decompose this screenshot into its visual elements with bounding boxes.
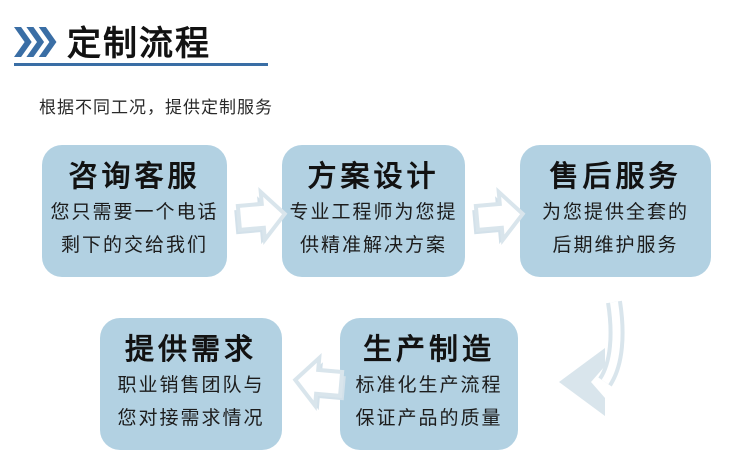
arrow-left-icon — [292, 352, 346, 412]
card-description-line: 职业销售团队与 — [117, 375, 265, 396]
flow-card-consult-service: 咨询客服 您只需要一个电话 剩下的交给我们 — [42, 145, 227, 277]
card-description-line: 供精准解决方案 — [299, 235, 447, 256]
flow-card-solution-design: 方案设计 专业工程师为您提 供精准解决方案 — [282, 145, 465, 277]
card-title: 提供需求 — [124, 334, 257, 366]
card-description-line: 标准化生产流程 — [355, 375, 503, 396]
card-description-line: 为您提供全套的 — [541, 202, 689, 223]
page-title: 定制流程 — [67, 25, 211, 63]
flow-card-provide-requirements: 提供需求 职业销售团队与 您对接需求情况 — [100, 318, 282, 450]
arrow-right-icon — [234, 186, 288, 246]
title-underline — [14, 63, 268, 66]
card-description-line: 您只需要一个电话 — [50, 202, 219, 223]
triple-chevron-right-icon — [14, 26, 57, 58]
card-description-line: 后期维护服务 — [552, 235, 679, 256]
card-title: 咨询客服 — [68, 161, 201, 193]
flow-card-after-sales: 售后服务 为您提供全套的 后期维护服务 — [520, 145, 711, 277]
flow-card-manufacturing: 生产制造 标准化生产流程 保证产品的质量 — [340, 318, 518, 450]
card-title: 方案设计 — [307, 161, 440, 193]
card-title: 生产制造 — [362, 334, 495, 366]
page-subtitle: 根据不同工况，提供定制服务 — [39, 98, 273, 117]
arrow-right-icon — [472, 186, 526, 246]
card-description-line: 保证产品的质量 — [355, 408, 503, 429]
card-title: 售后服务 — [549, 161, 682, 193]
card-description-line: 专业工程师为您提 — [289, 202, 458, 223]
bent-arrow-down-left-icon — [559, 300, 625, 416]
card-description-line: 您对接需求情况 — [117, 408, 265, 429]
card-description-line: 剩下的交给我们 — [60, 235, 208, 256]
